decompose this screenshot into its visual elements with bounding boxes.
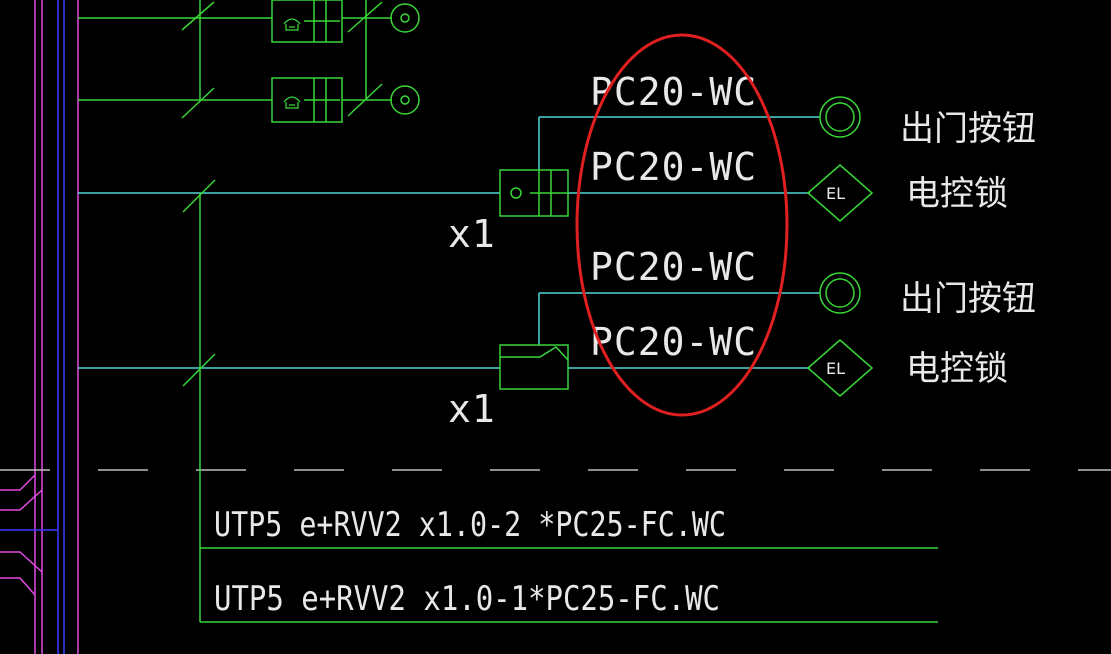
left-bus-lines [0, 0, 79, 654]
lock-symbol-text-1: EL [826, 184, 845, 203]
highlight-ellipse [575, 33, 789, 417]
cable-spec-1: UTP5 e+RVV2 x1.0-2 *PC25-FC.WC [214, 505, 726, 545]
exit-button-icon [390, 3, 420, 33]
exit-button-icon [390, 85, 420, 115]
electric-lock-icon [806, 339, 874, 397]
door-contact-icon [499, 344, 569, 390]
exit-button-label-1: 出门按钮 [900, 109, 1036, 149]
count-label-2: x1 [448, 387, 496, 431]
lock-symbol-text-2: EL [826, 359, 845, 378]
card-reader-icon [499, 169, 569, 217]
count-label-1: x1 [448, 212, 496, 256]
controller-wiring [78, 116, 820, 622]
conduit-label-2: PC20-WC [590, 145, 757, 189]
electric-lock-label-2: 电控锁 [906, 349, 1008, 389]
exit-button-icon [819, 272, 861, 314]
exit-button-icon [819, 96, 861, 138]
conduit-label-4: PC20-WC [590, 320, 757, 364]
intercom-rows [78, 0, 392, 119]
conduit-label-3: PC20-WC [590, 245, 757, 289]
exit-button-label-2: 出门按钮 [900, 279, 1036, 319]
intercom-phone-icon [283, 18, 301, 31]
cable-spec-2: UTP5 e+RVV2 x1.0-1*PC25-FC.WC [214, 579, 720, 619]
intercom-phone-icon [283, 96, 301, 109]
electric-lock-label-1: 电控锁 [906, 174, 1008, 214]
intercom-device-1 [271, 0, 343, 43]
electric-lock-icon [806, 164, 874, 222]
intercom-device-2 [271, 77, 343, 123]
